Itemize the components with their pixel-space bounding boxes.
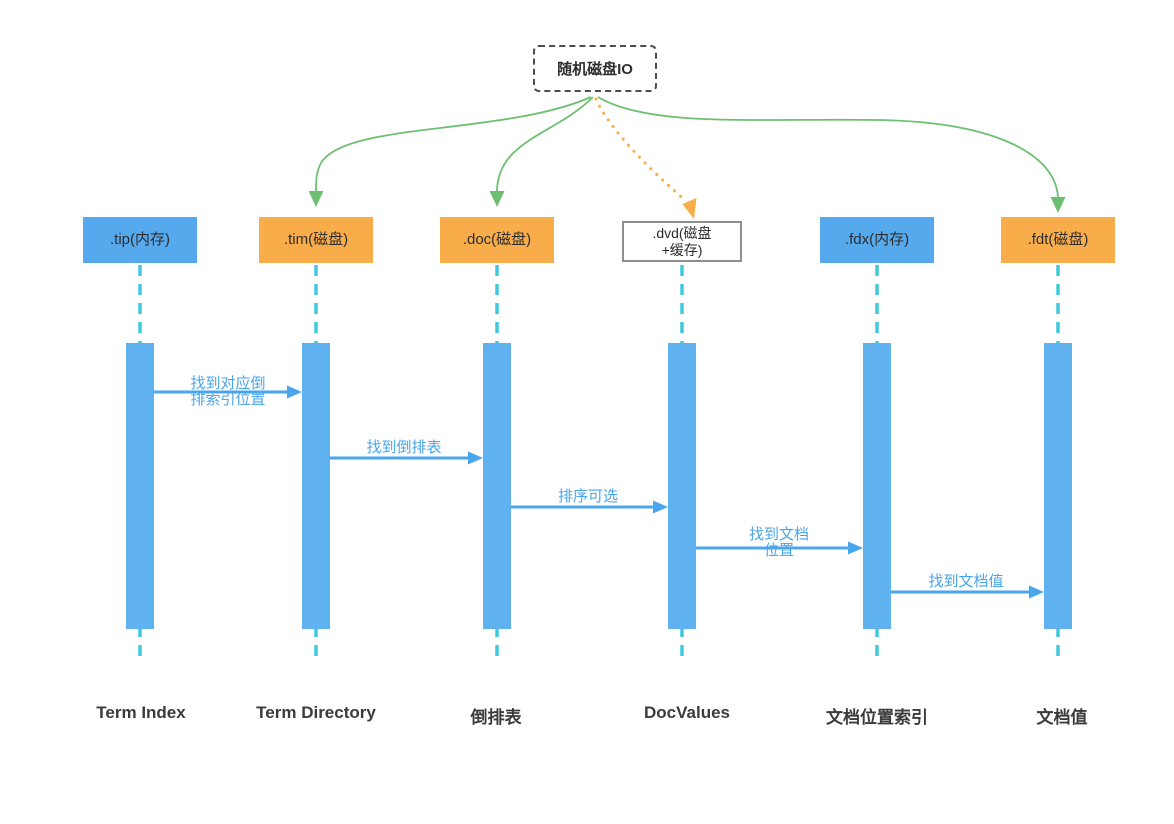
lane-header-tim: .tim(磁盘) — [259, 217, 373, 263]
message-arrowhead-2-icon — [468, 451, 483, 465]
activation-bar-tim — [302, 343, 330, 629]
message-label-1-line2: 排索引位置 — [190, 391, 266, 408]
lane-header-tip-label: .tip(内存) — [109, 231, 170, 248]
io-link-to-doc — [496, 96, 594, 192]
lane-header-dvd-label-2: +缓存) — [661, 241, 703, 258]
lane-header-tim-label: .tim(磁盘) — [283, 231, 349, 248]
io-link-to-fdt — [597, 96, 1059, 198]
io-link-to-tim — [315, 96, 592, 192]
random-disk-io-label: 随机磁盘IO — [557, 61, 633, 78]
lane-header-dvd: .dvd(磁盘 +缓存) — [622, 221, 742, 262]
message-label-3: 排序可选 — [558, 489, 618, 505]
lane-footer-docvalues: DocValues — [644, 703, 730, 722]
message-label-5: 找到文档值 — [928, 574, 1003, 590]
activation-bar-doc — [483, 343, 511, 629]
io-link-to-doc-arrowhead-icon — [489, 191, 505, 207]
activation-bar-dvd — [668, 343, 696, 629]
message-arrowhead-5-icon — [1029, 585, 1044, 599]
lane-footer-inverted-list: 倒排表 — [470, 708, 522, 727]
message-label-3-line1: 排序可选 — [557, 488, 619, 505]
lane-header-doc: .doc(磁盘) — [440, 217, 554, 263]
lane-footer-term-directory: Term Directory — [256, 703, 376, 722]
message-label-1: 找到对应倒 排索引位置 — [190, 376, 265, 408]
activation-bar-tip — [126, 343, 154, 629]
message-label-2: 找到倒排表 — [366, 440, 441, 456]
lane-header-fdt: .fdt(磁盘) — [1001, 217, 1115, 263]
io-link-to-dvd — [594, 97, 688, 203]
message-label-4: 找到文档 位置 — [749, 527, 809, 559]
lane-header-fdx-label: .fdx(内存) — [844, 231, 910, 248]
message-arrowhead-3-icon — [653, 500, 668, 514]
message-arrowhead-1-icon — [287, 385, 302, 399]
io-link-to-dvd-arrowhead-icon — [682, 198, 697, 219]
lane-header-fdx: .fdx(内存) — [820, 217, 934, 263]
random-disk-io-box: 随机磁盘IO — [533, 45, 657, 92]
io-link-to-tim-arrowhead-icon — [308, 191, 324, 207]
lane-header-fdt-label: .fdt(磁盘) — [1027, 231, 1089, 248]
io-link-to-fdt-arrowhead-icon — [1050, 197, 1066, 213]
lane-header-tip: .tip(内存) — [83, 217, 197, 263]
lane-header-doc-label: .doc(磁盘) — [462, 231, 532, 248]
activation-bar-fdt — [1044, 343, 1072, 629]
lane-header-dvd-label: .dvd(磁盘 — [652, 224, 712, 241]
lane-footer-term-index: Term Index — [96, 703, 186, 722]
message-label-4-line1: 找到文档 — [748, 526, 810, 543]
lane-footer-doc-value: 文档值 — [1036, 708, 1088, 727]
activation-bar-fdx — [863, 343, 891, 629]
message-label-2-line1: 找到倒排表 — [366, 439, 442, 456]
lane-footer-doc-pos-index: 文档位置索引 — [826, 708, 928, 727]
message-label-1-line1: 找到对应倒 — [190, 375, 266, 392]
message-arrowhead-4-icon — [848, 541, 863, 555]
message-label-4-line2: 位置 — [763, 542, 795, 559]
message-label-5-line1: 找到文档值 — [928, 573, 1004, 590]
